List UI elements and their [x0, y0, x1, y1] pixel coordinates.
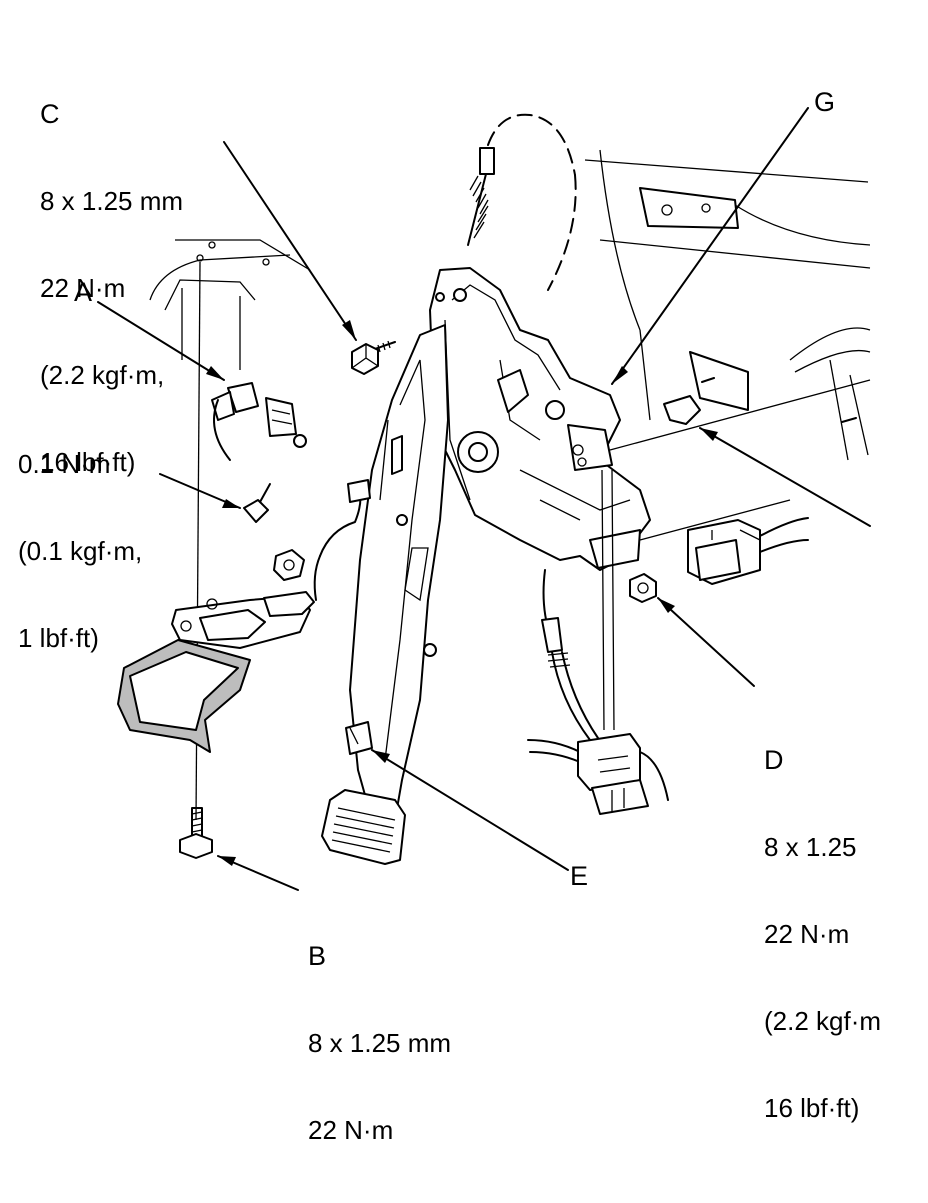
- lower-cable: [541, 569, 599, 741]
- screw-torque-kgf: (0.1 kgf·m,: [18, 536, 143, 566]
- footrest: [117, 639, 251, 753]
- screw-torque-nm: 0.1 N·m: [18, 449, 111, 479]
- pedal-cable: [467, 113, 577, 291]
- callout-C-torque-nm: 22 N·m: [40, 273, 126, 303]
- callout-C-torque-lbf: 16 lbf·ft): [40, 447, 136, 477]
- pedal-stop-E: [345, 721, 373, 755]
- strut: [601, 469, 615, 731]
- body-panel-left: [149, 239, 311, 370]
- callout-B-thread: 8 x 1.25 mm: [308, 1028, 452, 1058]
- pedal-bracket: [429, 267, 651, 571]
- screw-0-1: [243, 483, 271, 523]
- callout-B-letter: B: [308, 941, 327, 971]
- callout-D: D 8 x 1.25 22 N·m (2.2 kgf·m 16 lbf·ft): [764, 688, 881, 1181]
- callout-C: C 8 x 1.25 mm 22 N·m (2.2 kgf·m, 16 lbf·…: [40, 42, 183, 535]
- callout-D-torque-nm: 22 N·m: [764, 919, 850, 949]
- callout-screw-torque: 0.1 N·m (0.1 kgf·m, 1 lbf·ft): [18, 392, 142, 711]
- nut-D: [629, 573, 657, 603]
- pedal-assembly-diagram: C 8 x 1.25 mm 22 N·m (2.2 kgf·m, 16 lbf·…: [18, 42, 881, 1145]
- pedal-pad: [321, 789, 406, 865]
- callout-C-letter: C: [40, 99, 60, 129]
- lower-connector: [527, 733, 669, 815]
- callout-E-letter: E: [570, 861, 589, 891]
- bolt-B: [179, 807, 213, 859]
- callout-C-torque-kgf: (2.2 kgf·m,: [40, 360, 165, 390]
- floor-bracket: [171, 591, 315, 649]
- callout-D-torque-lbf: 16 lbf·ft): [764, 1093, 860, 1123]
- bolt-C: [351, 340, 396, 375]
- nut-left: [273, 549, 305, 581]
- callout-A-letter: A: [74, 277, 93, 307]
- leader-lines: [97, 107, 871, 891]
- callout-B: B 8 x 1.25 mm 22 N·m: [308, 884, 451, 1203]
- callout-D-letter: D: [764, 745, 784, 775]
- diagram-artwork: [97, 107, 871, 891]
- body-panel-right: [584, 149, 871, 541]
- callout-G-letter: G: [814, 87, 836, 117]
- callout-D-torque-kgf: (2.2 kgf·m: [764, 1006, 882, 1036]
- screw-torque-lbf: 1 lbf·ft): [18, 623, 99, 653]
- wire-harness-left: [313, 479, 371, 601]
- clip-G: [663, 377, 857, 425]
- callout-B-torque-nm: 22 N·m: [308, 1115, 394, 1145]
- switch-A: [211, 382, 307, 461]
- callout-D-thread: 8 x 1.25: [764, 832, 857, 862]
- right-connector: [687, 517, 809, 585]
- callout-C-thread: 8 x 1.25 mm: [40, 186, 184, 216]
